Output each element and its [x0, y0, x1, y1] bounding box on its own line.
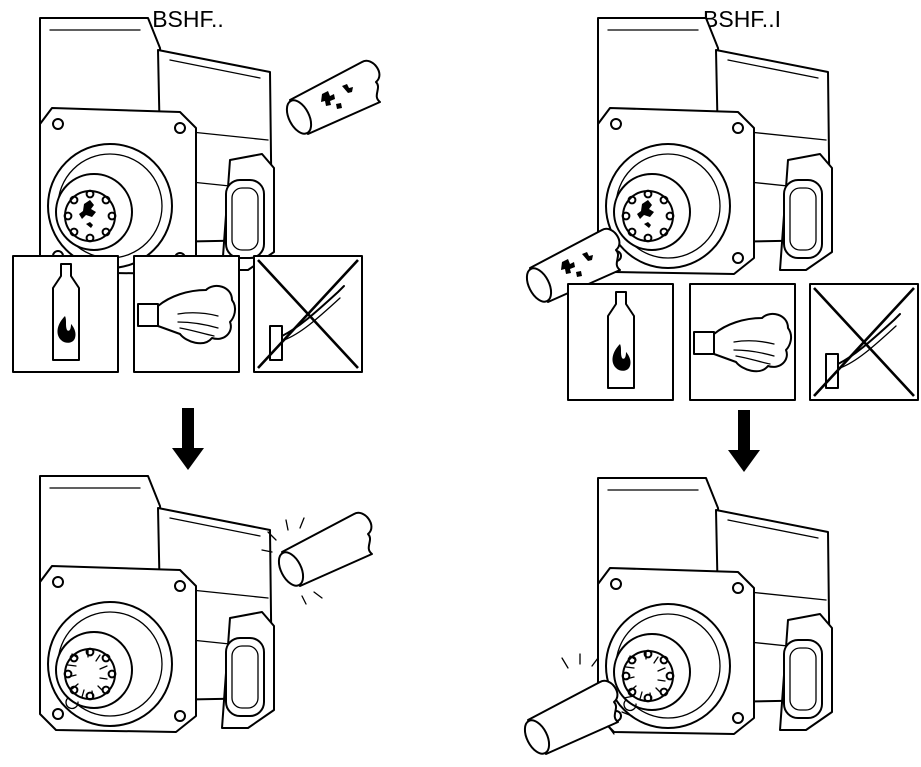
solvent-bottle-icon	[567, 283, 674, 401]
cylinder-part-dirty-left	[280, 59, 381, 139]
gearbox-dirty-right	[597, 17, 833, 275]
down-arrow-right	[728, 410, 760, 472]
panel-title-bshf-i: BSHF..I	[703, 6, 781, 32]
no-wire-brush-icon	[809, 283, 919, 401]
down-arrow-left	[172, 408, 204, 470]
pictogram-row-left	[12, 255, 363, 373]
pictogram-row-right	[567, 283, 919, 401]
panel-title-bshf: BSHF..	[152, 6, 224, 32]
solvent-bottle-icon	[12, 255, 119, 373]
hand-wipe-cloth-icon	[689, 283, 796, 401]
cylinder-part-clean-left	[261, 511, 373, 605]
hand-wipe-cloth-icon	[133, 255, 240, 373]
gearbox-clean-left	[39, 475, 275, 733]
cylinder-part-clean-right	[518, 653, 635, 759]
panel-bshf-i: BSHF..I	[518, 6, 919, 759]
panel-bshf: BSHF..	[12, 6, 381, 733]
no-wire-brush-icon	[253, 255, 363, 373]
gearbox-dirty-left	[39, 17, 275, 275]
